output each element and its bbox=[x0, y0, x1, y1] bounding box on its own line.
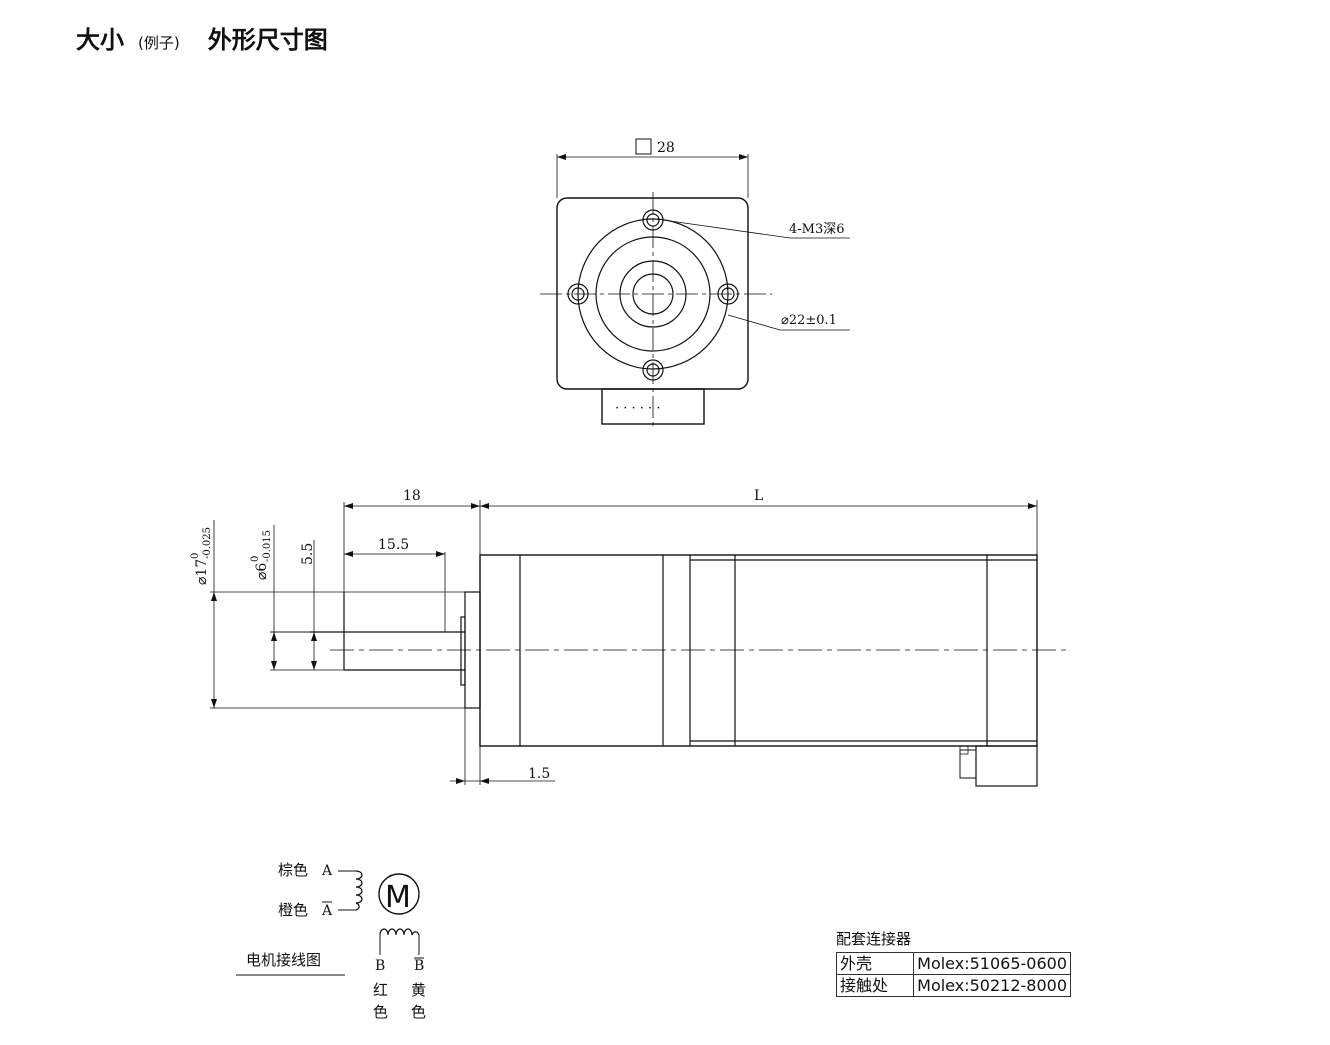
example-label: (例子) bbox=[138, 34, 180, 52]
wiring-diagram: 棕色 A 橙色 A M B B 红 色 黄 色 电机接线图 bbox=[236, 861, 426, 1021]
page-header: 大小 (例子) 外形尺寸图 bbox=[76, 20, 328, 55]
page-title: 外形尺寸图 bbox=[207, 26, 328, 54]
dim-17: ⌀17 bbox=[194, 559, 210, 585]
yellow-label-2: 色 bbox=[411, 1003, 426, 1021]
phase-b-bar-label: B bbox=[414, 958, 424, 974]
dim-15-5: 15.5 bbox=[378, 537, 409, 553]
dim-17-lower: -0.025 bbox=[202, 527, 213, 559]
motor-symbol: M bbox=[385, 880, 411, 915]
size-label: 大小 bbox=[76, 26, 124, 54]
connector-part: Molex:50212-8000 bbox=[913, 974, 1071, 997]
hole-label: 4-M3深6 bbox=[789, 222, 845, 237]
brown-label: 棕色 bbox=[278, 861, 308, 879]
dim-5-5: 5.5 bbox=[300, 543, 316, 565]
connector-name: 外壳 bbox=[836, 952, 914, 975]
table-row: 外壳 Molex:51065-0600 bbox=[836, 952, 1071, 975]
dim-6-lower: -0.015 bbox=[262, 530, 273, 562]
connector-part: Molex:51065-0600 bbox=[913, 952, 1071, 975]
red-label-2: 色 bbox=[373, 1003, 388, 1021]
dim-6-upper: 0 bbox=[250, 556, 261, 562]
orange-label: 橙色 bbox=[278, 901, 308, 919]
connector-title: 配套连接器 bbox=[836, 930, 912, 948]
front-view: 28 4-M3深6 ⌀22±0.1 · · · · · · bbox=[540, 138, 850, 430]
connector-table: 配套连接器 外壳 Molex:51065-0600 接触处 Molex:5021… bbox=[836, 928, 1071, 997]
table-row: 接触处 Molex:50212-8000 bbox=[836, 974, 1071, 997]
dim-L: L bbox=[754, 488, 763, 504]
phase-a-label: A bbox=[321, 863, 333, 879]
dim-6: ⌀6 bbox=[254, 563, 270, 580]
yellow-label-1: 黄 bbox=[411, 981, 426, 999]
dim-1-5: 1.5 bbox=[528, 766, 550, 782]
side-view: 18 L 15.5 ⌀17 0 -0.025 bbox=[190, 488, 1070, 787]
pilot-diameter-label: ⌀22±0.1 bbox=[781, 313, 837, 328]
phase-a-bar-label: A bbox=[321, 903, 333, 919]
dim-17-upper: 0 bbox=[190, 553, 201, 559]
wiring-caption: 电机接线图 bbox=[246, 951, 321, 969]
connector-parts: 外壳 Molex:51065-0600 接触处 Molex:50212-8000 bbox=[836, 952, 1071, 997]
front-width-label: 28 bbox=[657, 140, 675, 156]
connector-name: 接触处 bbox=[836, 974, 914, 997]
dim-18: 18 bbox=[403, 488, 421, 504]
phase-b-label: B bbox=[375, 958, 385, 974]
connector-pins: · · · · · · bbox=[615, 401, 660, 416]
red-label-1: 红 bbox=[373, 981, 388, 999]
